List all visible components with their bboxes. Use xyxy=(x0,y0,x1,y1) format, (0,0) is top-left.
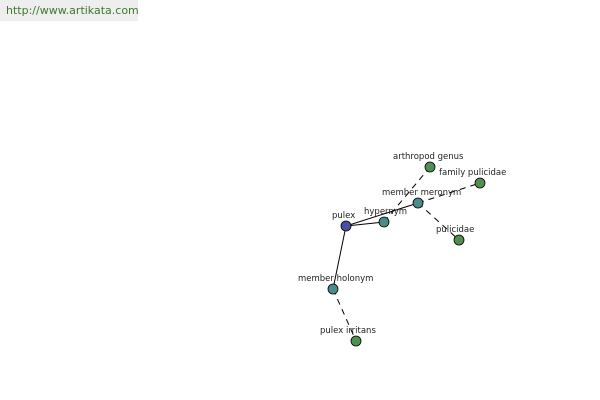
node-pulex-irritans[interactable] xyxy=(350,335,362,347)
watermark-url[interactable]: http://www.artikata.com xyxy=(0,0,139,21)
node-label-member-holonym: member holonym xyxy=(298,274,373,284)
edge-pulex-member-meronym xyxy=(345,202,419,227)
node-label-pulex-irritans: pulex irritans xyxy=(320,326,376,336)
node-pulicidae[interactable] xyxy=(453,234,465,246)
node-member-holonym[interactable] xyxy=(327,283,339,295)
edge-hypernym-arthropod-genus xyxy=(383,166,431,223)
graph-edges xyxy=(332,166,481,342)
node-arthropod-genus[interactable] xyxy=(424,161,436,173)
graph-nodes xyxy=(327,161,486,347)
graph-labels: pulex hypernym member meronym member holony… xyxy=(298,152,506,336)
node-label-hypernym: hypernym xyxy=(364,207,407,217)
node-pulex[interactable] xyxy=(340,220,352,232)
node-label-arthropod-genus: arthropod genus xyxy=(393,152,464,162)
node-hypernym[interactable] xyxy=(378,216,390,228)
node-label-member-meronym: member meronym xyxy=(382,188,461,198)
node-label-pulicidae: pulicidae xyxy=(436,225,474,235)
edge-member-holonym-pulex-irritans xyxy=(332,288,357,342)
edge-pulex-member-holonym xyxy=(332,225,347,290)
edge-member-meronym-pulicidae xyxy=(417,202,460,241)
node-label-family-pulicidae: family pulicidae xyxy=(439,168,506,178)
node-member-meronym[interactable] xyxy=(412,197,424,209)
node-label-pulex: pulex xyxy=(332,211,355,221)
edge-pulex-hypernym xyxy=(345,221,385,227)
node-family-pulicidae[interactable] xyxy=(474,177,486,189)
